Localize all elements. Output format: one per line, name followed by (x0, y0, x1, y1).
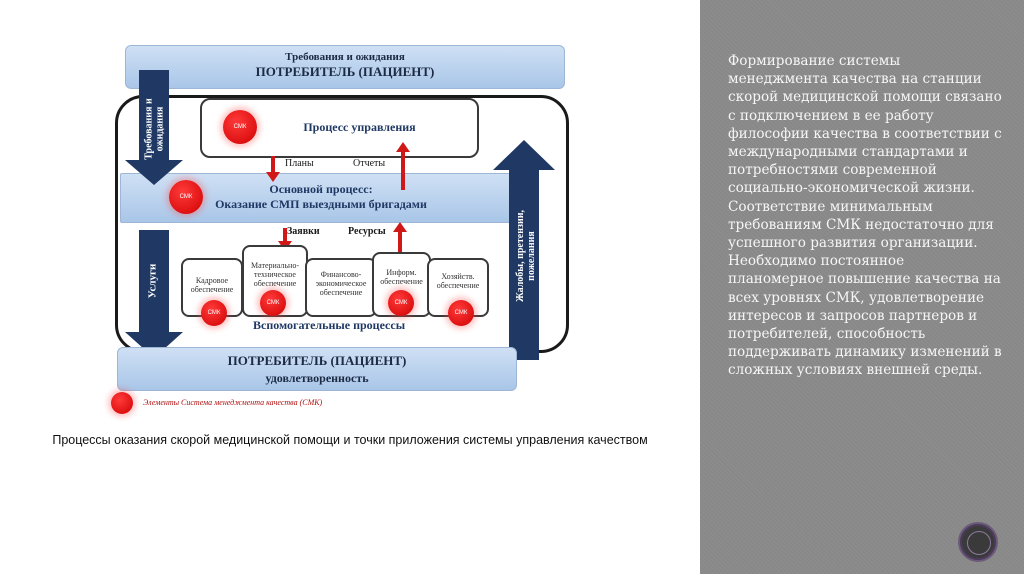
circle-nav-icon[interactable] (958, 522, 998, 562)
left-arrow-bottom-label: Услуги (146, 263, 159, 299)
support-box-label: Материально-техническое обеспечение (251, 261, 299, 288)
left-arrow-top-label: Требования и ожидания (143, 98, 166, 160)
legend-label: Элементы Система менеджмента качества (С… (143, 398, 323, 407)
smk-label: СМК (233, 124, 247, 130)
figure-caption: Процессы оказания скорой медицинской пом… (52, 433, 648, 447)
smk-marker-staff: СМК (201, 300, 227, 326)
requests-label: Заявки (287, 226, 320, 237)
right-text-panel: Формирование системы менеджмента качеств… (700, 0, 1024, 574)
smk-marker-management: СМК (223, 110, 257, 144)
main-process-line2: Оказание СМП выездными бригадами (215, 197, 427, 211)
left-services-arrow (125, 230, 183, 358)
slide-right-background (700, 0, 1024, 574)
smk-marker-material: СМК (260, 290, 286, 316)
management-process-label: Процесс управления (303, 120, 416, 134)
support-box-label: Хозяйств. обеспечение (436, 272, 480, 290)
support-box-label: Информ. обеспечение (380, 268, 423, 286)
support-processes-label: Вспомогательные процессы (253, 318, 406, 332)
smk-label: СМК (454, 310, 468, 316)
bottom-band-line1: ПОТРЕБИТЕЛЬ (ПАЦИЕНТ) (227, 353, 407, 368)
support-box-finance: Финансово-экономическое обеспечение (305, 258, 377, 317)
resources-label: Ресурсы (348, 226, 386, 237)
legend-smk-marker (111, 392, 133, 414)
smk-label: СМК (207, 310, 221, 316)
right-body-text: Формирование системы менеджмента качеств… (728, 53, 1002, 379)
smk-label: СМК (266, 300, 280, 306)
bottom-consumer-band: ПОТРЕБИТЕЛЬ (ПАЦИЕНТ) удовлетворенность (117, 347, 517, 391)
smk-marker-info: СМК (388, 290, 414, 316)
left-down-arrow (125, 70, 183, 185)
quality-diagram: Требования и ожидания ПОТРЕБИТЕЛЬ (ПАЦИЕ… (105, 40, 569, 415)
top-consumer-band: Требования и ожидания ПОТРЕБИТЕЛЬ (ПАЦИЕ… (125, 45, 565, 89)
smk-marker-main: СМК (169, 180, 203, 214)
reports-label: Отчеты (353, 158, 386, 169)
support-box-label: Кадровое обеспечение (190, 276, 234, 294)
right-arrow-label: Жалобы, претензии, пожелания (515, 209, 537, 303)
right-up-arrow (493, 140, 555, 360)
plans-label: Планы (285, 158, 314, 169)
main-process-line1: Основной процесс: (269, 182, 373, 196)
flow-arrows (125, 70, 555, 360)
top-band-line1: Требования и ожидания (285, 51, 405, 63)
smk-label: СМК (394, 300, 408, 306)
support-box-label: Финансово-экономическое обеспечение (315, 270, 367, 297)
top-band-line2: ПОТРЕБИТЕЛЬ (ПАЦИЕНТ) (255, 64, 435, 79)
smk-marker-household: СМК (448, 300, 474, 326)
bottom-band-line2: удовлетворенность (265, 371, 369, 385)
smk-label: СМК (179, 194, 193, 200)
